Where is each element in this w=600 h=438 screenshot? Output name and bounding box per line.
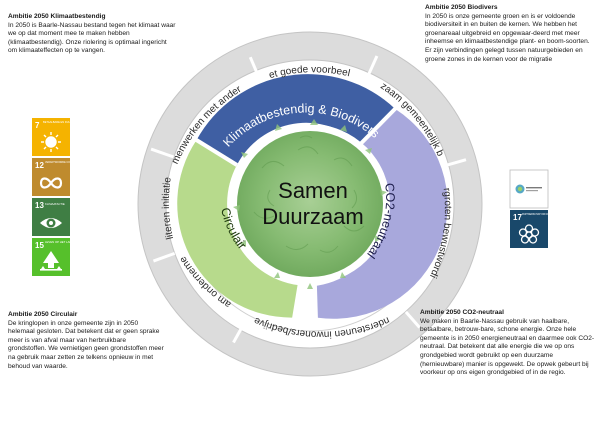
- center-title-line1: Samen: [278, 178, 348, 203]
- sdg-tile-12: 12 VERANTWOORDE CONSUMPTIE EN PRODUCTIE: [32, 158, 101, 196]
- sector-gaps: [192, 105, 399, 321]
- svg-text:7: 7: [35, 121, 40, 130]
- center-disc: [230, 119, 390, 289]
- network-logo-icon: [515, 184, 542, 194]
- sdg-tile-13: 13 KLIMAATACTIE: [32, 198, 70, 236]
- note-co2-neutraal: Ambitie 2050 CO2-neutraal We maken in Ba…: [420, 309, 596, 378]
- note-circulair: Ambitie 2050 Circulair De kringlopen in …: [8, 311, 166, 371]
- note-biodivers-text: In 2050 is onze gemeente groen en is er …: [425, 12, 590, 63]
- ring-dividers: [150, 55, 467, 344]
- svg-text:17: 17: [513, 213, 522, 222]
- note-klimaatbestendig: Ambitie 2050 Klimaatbestendig In 2050 is…: [8, 13, 176, 56]
- outer-ring: [137, 31, 483, 377]
- note-circulair-title: Ambitie 2050 Circulair: [8, 311, 78, 318]
- sdg-tile-17: 17 PARTNERSCHAP OM DOELSTELLINGEN TE BER…: [510, 210, 582, 248]
- infinity-icon: [39, 177, 63, 189]
- note-biodivers-title: Ambitie 2050 Biodivers: [425, 4, 498, 11]
- sdg-tile-15: 15 LEVEN OP HET LAND: [32, 238, 74, 276]
- svg-text:15: 15: [35, 241, 44, 250]
- center-title-line2: Duurzaam: [262, 204, 363, 229]
- svg-text:VERANTWOORDE CONSUMPTIE EN PRO: VERANTWOORDE CONSUMPTIE EN PRODUCTIE: [45, 161, 101, 164]
- note-co2-neutraal-text: We maken in Baarle-Nassau gebruik van ha…: [420, 317, 595, 377]
- flower-icon: [518, 224, 540, 244]
- note-klimaatbestendig-text: In 2050 is Baarle-Nassau bestand tegen h…: [8, 21, 176, 55]
- sdg-tile-7: 7 BETAALBARE EN DUURZAME ENERGIE: [32, 118, 92, 156]
- note-klimaatbestendig-title: Ambitie 2050 Klimaatbestendig: [8, 13, 106, 20]
- tree-icon: [40, 251, 62, 271]
- svg-text:12: 12: [35, 161, 44, 170]
- sector-klimaat[interactable]: [196, 74, 396, 165]
- note-circulair-text: De kringlopen in onze gemeente zijn in 2…: [8, 319, 164, 370]
- svg-text:LEVEN OP HET LAND: LEVEN OP HET LAND: [45, 240, 74, 244]
- sector-co2[interactable]: [316, 108, 448, 319]
- svg-text:PARTNERSCHAP OM DOELSTELLINGEN: PARTNERSCHAP OM DOELSTELLINGEN TE BEREIK…: [522, 213, 582, 216]
- sector-circulair[interactable]: [177, 140, 298, 318]
- note-biodivers: Ambitie 2050 Biodivers In 2050 is onze g…: [425, 4, 595, 64]
- note-co2-neutraal-title: Ambitie 2050 CO2-neutraal: [420, 309, 504, 316]
- sun-icon: [41, 132, 61, 152]
- eye-globe-icon: [40, 218, 62, 228]
- svg-text:13: 13: [35, 201, 44, 210]
- svg-text:KLIMAATACTIE: KLIMAATACTIE: [45, 202, 65, 206]
- svg-text:BETAALBARE EN DUURZAME ENERGIE: BETAALBARE EN DUURZAME ENERGIE: [43, 120, 92, 124]
- partner-logo-tile: [509, 169, 549, 209]
